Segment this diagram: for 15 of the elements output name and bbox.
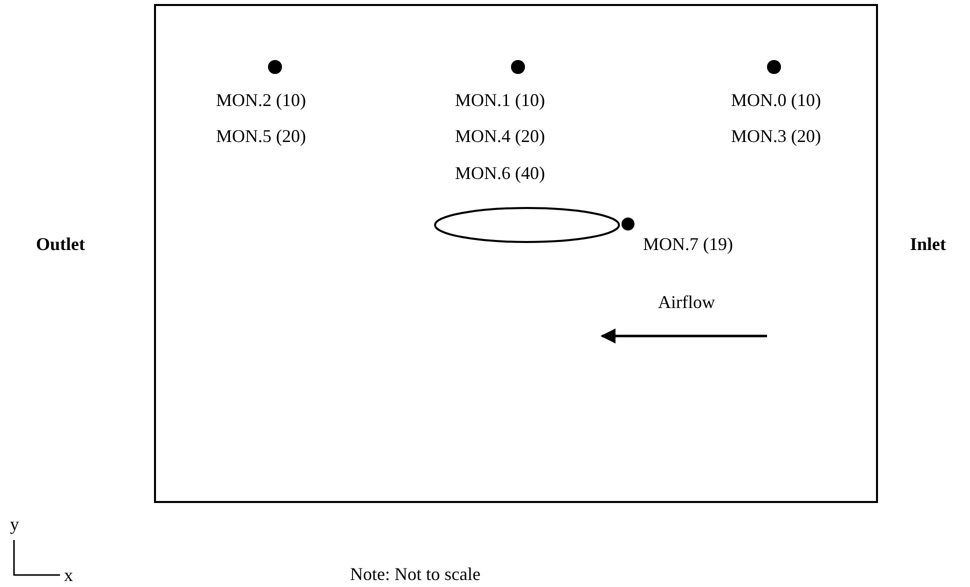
sensor-label: MON.4 (20) — [455, 126, 545, 146]
sensor-label: MON.1 (10) — [455, 90, 545, 110]
sensor-label: MON.5 (20) — [216, 126, 306, 146]
sensor-label: MON.2 (10) — [216, 90, 306, 110]
sensor-label: MON.7 (19) — [643, 234, 733, 254]
flow-label: Airflow — [658, 292, 715, 312]
note-text: Note: Not to scale — [350, 564, 480, 584]
side-label: Inlet — [910, 234, 946, 254]
sensor-label: MON.6 (40) — [455, 163, 545, 183]
axis-label: y — [10, 514, 19, 534]
axis-label: x — [64, 565, 73, 585]
sensor-label: MON.0 (10) — [731, 90, 821, 110]
sensor-label: MON.3 (20) — [731, 126, 821, 146]
ellipse-outline — [434, 207, 620, 243]
side-label: Outlet — [36, 234, 85, 254]
